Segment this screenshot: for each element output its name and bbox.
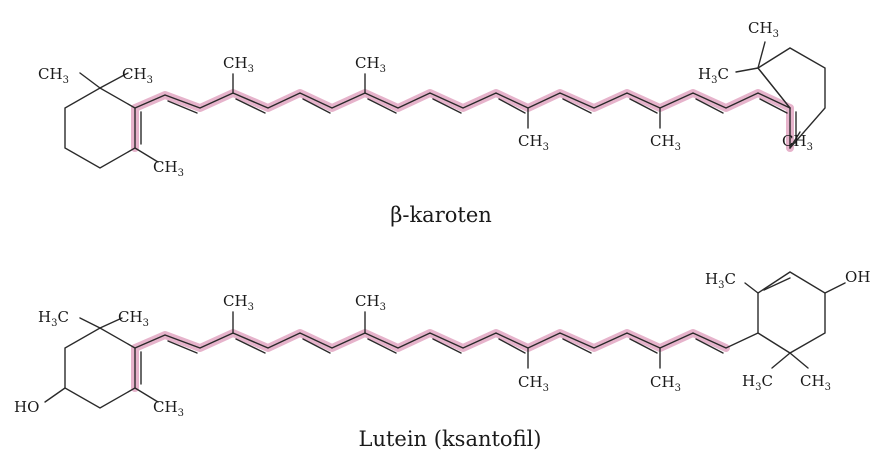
beta-group-label-10: CH3 <box>782 132 813 153</box>
lutein-group-label-6: CH3 <box>355 292 386 313</box>
lutein-group-label-10: OH <box>845 268 870 286</box>
lutein-right-ring-double-bond <box>763 277 791 291</box>
beta-group-label-9: CH3 <box>748 19 779 40</box>
beta-carotene-right-gem-methyl-bond-1 <box>757 41 766 69</box>
beta-group-label-7: CH3 <box>650 132 681 153</box>
beta-group-label-4: CH3 <box>223 54 254 75</box>
lutein-left-ring-methyl-bond <box>134 387 159 403</box>
beta-carotene-right-gem-methyl-bond-2 <box>735 67 759 73</box>
beta-group-label-3: CH3 <box>153 158 184 179</box>
lutein-chain-double-bonds <box>167 338 724 354</box>
lutein-group-label-8: CH3 <box>650 373 681 394</box>
lutein-group-label-7: CH3 <box>518 373 549 394</box>
beta-group-label-1: CH3 <box>38 65 69 86</box>
beta-carotene-left-ring <box>64 87 136 169</box>
lutein-right-hydroxyl-bond <box>824 282 846 294</box>
lutein-group-label-12: CH3 <box>800 372 831 393</box>
lutein-left-gem-methyl-bond-2 <box>99 317 123 329</box>
lutein-group-label-3: HO <box>14 398 39 416</box>
beta-group-label-8: H3C <box>698 65 729 86</box>
lutein-right-gem-methyl-bond-2 <box>789 352 809 369</box>
lutein-left-hydroxyl-bond <box>44 387 66 403</box>
lutein-group-label-1: H3C <box>38 308 69 329</box>
lutein-conjugation-highlight <box>131 329 730 392</box>
lutein-right-ring-methyl-bond <box>744 282 759 294</box>
beta-group-label-2: CH3 <box>122 65 153 86</box>
lutein-group-label-2: CH3 <box>118 308 149 329</box>
lutein-group-label-4: CH3 <box>153 398 184 419</box>
beta-carotene-ring-methyl-bond <box>134 147 159 163</box>
beta-carotene-caption: β-karoten <box>390 203 492 227</box>
beta-carotene-conjugation-highlight <box>131 89 794 152</box>
beta-carotene-chain-double-bonds <box>167 98 788 114</box>
lutein-polyene-chain <box>134 332 759 349</box>
lutein-group-label-9: H3C <box>705 270 736 291</box>
beta-carotene-gem-methyl-bond-1 <box>79 72 101 89</box>
lutein-left-gem-methyl-bond-1 <box>79 317 101 329</box>
beta-group-label-5: CH3 <box>355 54 386 75</box>
lutein-right-ring <box>757 271 826 354</box>
lutein-structure: H3C CH3 HO CH3 CH3 CH3 CH3 CH3 H3C OH H3… <box>14 268 870 451</box>
beta-group-label-6: CH3 <box>518 132 549 153</box>
lutein-caption: Lutein (ksantofil) <box>359 427 542 451</box>
lutein-group-label-5: CH3 <box>223 292 254 313</box>
beta-carotene-polyene-chain <box>134 92 791 109</box>
lutein-right-gem-methyl-bond-1 <box>771 352 791 369</box>
beta-carotene-gem-methyl-bond-2 <box>99 72 129 89</box>
lutein-left-ring <box>64 327 136 409</box>
lutein-group-label-11: H3C <box>742 372 773 393</box>
beta-carotene-structure: CH3 CH3 CH3 CH3 CH3 CH3 CH3 H3C CH3 CH3 … <box>38 19 826 227</box>
